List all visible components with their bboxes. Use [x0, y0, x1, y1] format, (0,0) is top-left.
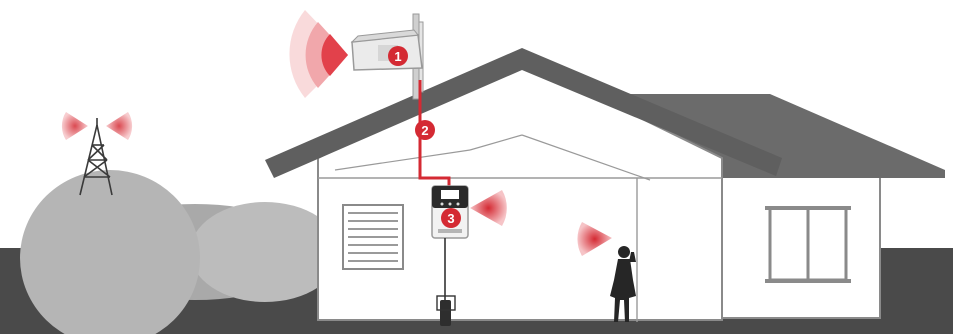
- step-badge-3: 3: [441, 208, 461, 228]
- cell-tower-icon: [79, 118, 113, 196]
- vent-icon: [342, 204, 404, 270]
- signal-waves-icon: [61, 112, 133, 140]
- antenna-signal-waves: [289, 10, 348, 98]
- antenna-icon: [350, 29, 423, 71]
- step-number-1: 1: [394, 49, 401, 64]
- hills: [20, 170, 340, 334]
- step-badge-1: 1: [388, 46, 408, 66]
- step-badge-2: 2: [415, 120, 435, 140]
- indoor-signal-waves: [577, 222, 612, 256]
- step-number-3: 3: [447, 211, 454, 226]
- booster-signal-waves: [470, 190, 507, 226]
- step-number-2: 2: [421, 123, 428, 138]
- person-icon: [610, 246, 636, 322]
- window-icon: [765, 206, 851, 283]
